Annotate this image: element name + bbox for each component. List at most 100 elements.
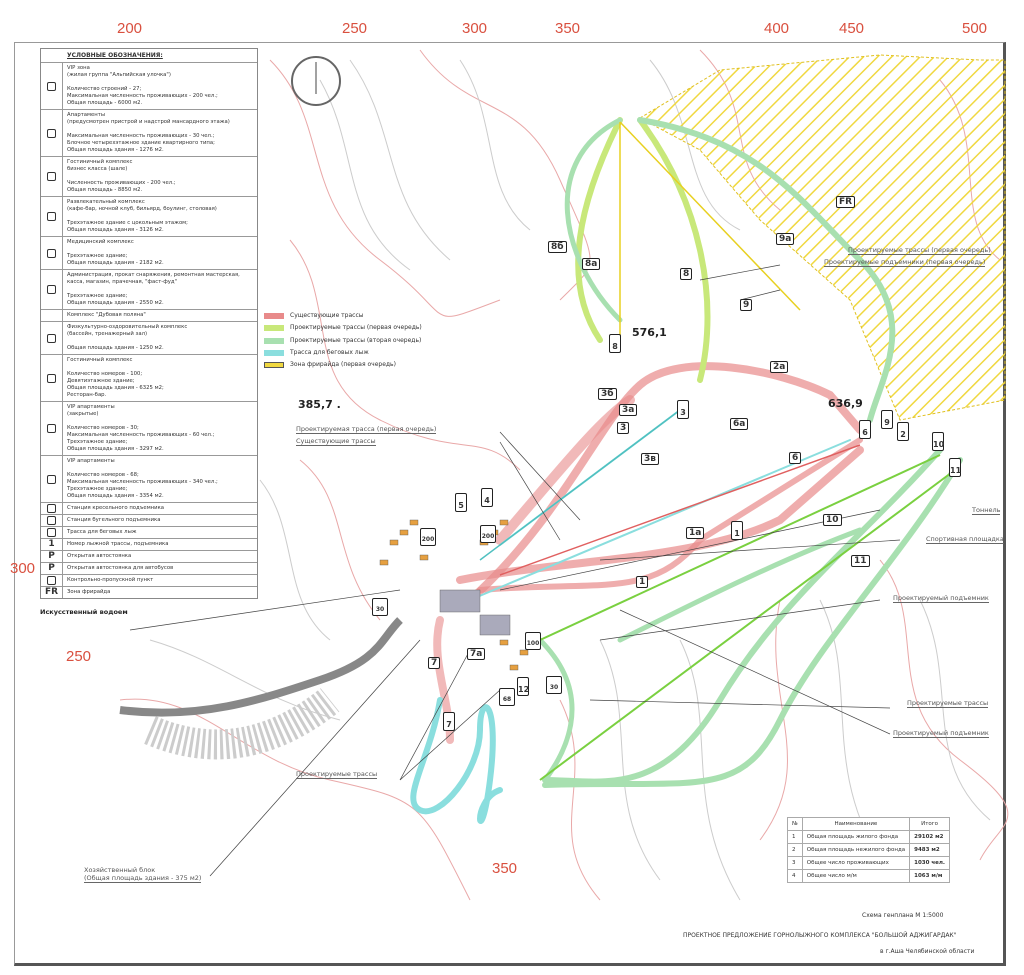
number-icon: 1: [41, 539, 63, 550]
legend-item-text: Открытая автостоянка для автобусов: [67, 565, 174, 571]
entertainment-icon-shape: [47, 212, 56, 221]
trail-swatch: [264, 350, 284, 357]
table-cell: 3: [787, 856, 803, 870]
scale-label: Схема генплана М 1:5000: [862, 912, 944, 919]
parking-capacity-label: 200: [420, 528, 436, 546]
pool-icon-shape: [47, 333, 56, 343]
trail-existing: [495, 395, 635, 545]
medical-cross-icon: [41, 237, 63, 269]
resort-buildings: [379, 519, 529, 671]
table-cell: 1: [787, 830, 803, 844]
annotation: Проектируемый подъемник: [893, 594, 989, 603]
legend-item-text: VIP апартаменты Количество номеров - 68;…: [67, 458, 218, 499]
village-houses: [144, 688, 340, 760]
table-header: Итого: [909, 817, 950, 831]
hotel-icon-shape: [47, 373, 56, 383]
table-cell: 9483 м2: [909, 843, 950, 857]
grid-label-top: 350: [555, 20, 581, 37]
grid-label-left: 300: [10, 560, 36, 577]
lift-station-label: 1: [731, 521, 743, 540]
trail-existing: [466, 362, 864, 604]
trail-number-label: 7: [428, 657, 441, 669]
administration-icon-shape: [47, 285, 56, 294]
trail-legend-item: Существующие трассы: [264, 310, 422, 322]
grid-label-top: 250: [342, 20, 368, 37]
trail-legend-label: Зона фрирайда (первая очередь): [290, 361, 396, 369]
trail-first: [575, 117, 711, 383]
elevation-label: 576,1: [632, 326, 667, 339]
parking-capacity-label: 68: [499, 688, 515, 706]
table-cell: Общая площадь нежилого фонда: [801, 843, 911, 857]
legend-item-text: Зона фрирайда: [67, 589, 111, 595]
grid-label-top: 400: [764, 20, 790, 37]
grid-label-left: 250: [66, 648, 92, 665]
trail-swatch: [264, 362, 284, 369]
legend-item: Медицинский комплекс Трехэтажное здание;…: [41, 236, 257, 269]
legend-item-text: Комплекс "Дубовая поляна": [67, 312, 146, 318]
trail-number-label: 3а: [619, 404, 638, 416]
trail-number-label: 2а: [770, 361, 789, 373]
legend-item-text: Гостиничный комплекс бизнес класса (шале…: [67, 159, 176, 193]
legend-item: P Открытая автостоянка для автобусов: [41, 562, 257, 574]
elevation-label: 385,7 .: [298, 398, 341, 411]
elevation-label: 636,9: [828, 397, 863, 410]
trail-number-label: 3в: [641, 453, 659, 465]
crosscountry-icon: [41, 527, 63, 538]
legend-item: Станция бугельного подъемника: [41, 514, 257, 526]
apartments-icon-shape: [47, 128, 56, 138]
table-cell: 1063 м/м: [909, 869, 950, 883]
trail-existing: [456, 446, 864, 584]
legend-item-text: Контрольно-пропускной пункт: [67, 577, 154, 583]
table-cell: 1030 чел.: [909, 856, 950, 870]
bed-icon: [41, 157, 63, 196]
lift-station-label: 2: [897, 422, 909, 441]
legend-item-text: Станция кресельного подъемника: [67, 505, 165, 511]
bus-parking-icon: P: [41, 563, 63, 574]
lift-station-label: 5: [455, 493, 467, 512]
project-location: в г.Аша Челябинской области: [880, 948, 975, 955]
legend-item-text: Открытая автостоянка: [67, 553, 132, 559]
parking-capacity-label: 30: [546, 676, 562, 694]
trail-number-label: 8: [680, 268, 693, 280]
trail-number-label: 9: [740, 299, 753, 311]
trail-legend-label: Проектируемые трассы (первая очередь): [290, 324, 422, 332]
grid-label-top: 300: [462, 20, 488, 37]
checkpoint-icon: [41, 575, 63, 586]
trail-number-label: 1а: [686, 527, 705, 539]
lift-station-label: 10: [932, 432, 944, 451]
trail-swatch: [264, 313, 284, 320]
map-frame: [14, 42, 1006, 966]
parking-capacity-label: 30: [372, 598, 388, 616]
legend-blank-icon: [41, 310, 63, 321]
annotation: Проектируемые подъемники (первая очередь…: [824, 258, 986, 267]
legend-item: Комплекс "Дубовая поляна": [41, 309, 257, 321]
pool-icon: [41, 322, 63, 354]
trail-number-label: 8а: [582, 258, 601, 270]
annotation: Проектируемая трасса (первая очередь): [296, 425, 437, 434]
table-cell: Общая площадь жилого фонда: [801, 830, 911, 844]
trail-second: [537, 527, 863, 783]
legend-item-text: Апартаменты (предусмотрен пристрой и над…: [67, 112, 230, 153]
table-cell: Общее число м/м: [801, 869, 911, 883]
reservoir-label: Искусственный водоем: [40, 608, 128, 616]
legend-item: Гостиничный комплекс бизнес класса (шале…: [41, 156, 257, 196]
legend-title: УСЛОВНЫЕ ОБОЗНАЧЕНИЯ:: [67, 52, 163, 59]
vip-house-icon-shape: [47, 81, 56, 91]
trail-number-label: 1: [636, 576, 649, 588]
lift-station-label: 7: [443, 712, 455, 731]
parking-capacity-label: 200: [480, 525, 496, 543]
legend-item: Администрация, прокат снаряжения, ремонт…: [41, 269, 257, 309]
vip-closed-icon-shape: [47, 424, 56, 433]
trail-number-label: 11: [851, 555, 870, 567]
crosscountry-icon-shape: [47, 528, 56, 537]
hotel-icon: [41, 355, 63, 401]
trail-swatch: [264, 337, 284, 344]
legend-item-text: Администрация, прокат снаряжения, ремонт…: [67, 272, 240, 306]
checkpoint-icon-shape: [47, 576, 56, 585]
legend-item-text: Гостиничный комплекс Количество номеров …: [67, 357, 164, 398]
lift-lines: [479, 121, 956, 781]
